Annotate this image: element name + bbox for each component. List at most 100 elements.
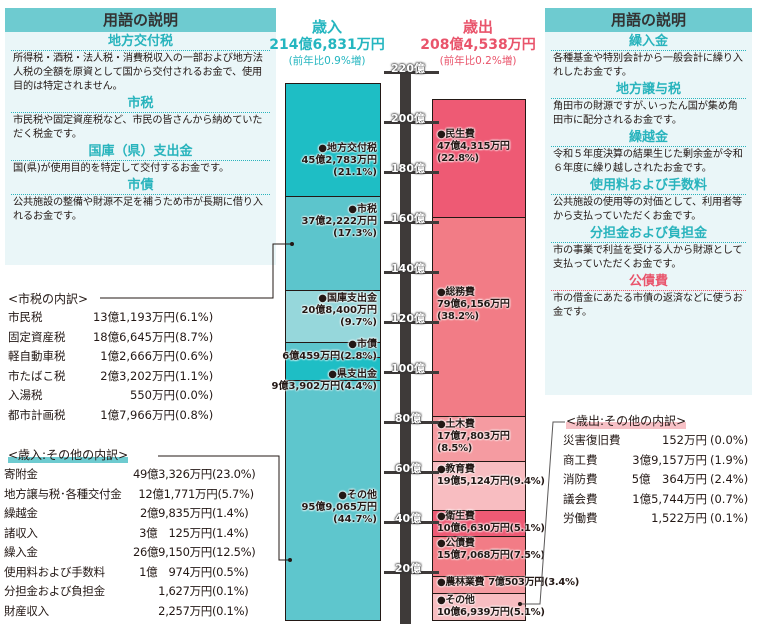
glossary-term: 繰越金 [551, 129, 746, 147]
glossary-description: 所得税・酒税・法人税・消費税収入の一部および地方法人税の全額を原資として国から交… [13, 53, 263, 92]
segment-amount: 15億7,068万円(7.5%) [437, 550, 545, 562]
axis-tick [384, 371, 439, 374]
bar-segment-expenditure-3 [432, 460, 526, 511]
axis-tick-label: 20億 [394, 562, 422, 575]
axis-tick [384, 221, 439, 224]
connector-dot [290, 242, 294, 246]
row-amount: 1,627万円 [158, 584, 212, 598]
row-name: 財産収入 [4, 603, 49, 618]
bar-segment-expenditure-7 [432, 593, 526, 621]
glossary-title: 用語の説明 [5, 8, 276, 32]
row-name: 使用料および手数料 [4, 564, 105, 579]
glossary-description: 公共施設の使用等の対価として、利用者等から支払っていただくお金です。 [553, 197, 742, 222]
glossary-left: 用語の説明地方交付税所得税・酒税・法人税・消費税収入の一部および地方法人税の全額… [5, 8, 276, 265]
row-name: 寄附金 [4, 467, 38, 481]
axis-tick [384, 121, 439, 124]
segment-name-row: ●総務費 [437, 287, 510, 299]
segment-amount: 10億6,939万円(5.1%) [437, 607, 545, 619]
glossary-term: 国庫（県）支出金 [11, 143, 270, 161]
row-name: 地方譲与税･各種交付金 [4, 486, 122, 501]
expenditure-other-connector [520, 421, 565, 605]
segment-percent: (9.7%) [340, 316, 377, 328]
glossary-term: 繰入金 [551, 33, 746, 51]
segment-name: ●市債 [348, 338, 377, 350]
axis-tick [384, 471, 439, 474]
segment-name: ●農林業費 [437, 576, 485, 588]
row-percent: (0.5%) [212, 564, 249, 579]
segment-name-row: ●土木費 [437, 419, 510, 431]
axis-tick [384, 71, 439, 74]
glossary-right: 用語の説明繰入金各種基金や特別会計から一般会計に繰り入れしたお金です。地方譲与税… [545, 8, 752, 395]
row-amount: 1億7,966万円 [100, 407, 175, 422]
axis-tick [384, 571, 439, 574]
segment-amount: 9億3,902万円(4.4%) [271, 380, 377, 392]
segment-name: ●その他 [437, 595, 475, 607]
row-amount: 18億6,645万円 [92, 329, 175, 344]
glossary-description: 公共施設の整備や財源不足を補うため市が長期に借り入れるお金です。 [13, 197, 263, 222]
segment-name: ●総務費 [437, 287, 475, 299]
segment-name: ●土木費 [437, 419, 475, 431]
revenue-header: 歳入 214億6,831万円 (前年比0.9%増) [252, 16, 402, 68]
glossary-term: 市債 [11, 177, 270, 195]
segment-percent: (44.7%) [333, 514, 377, 526]
row-amount: 152万円 [662, 433, 707, 447]
segment-name-row: ●民生費 [437, 129, 510, 141]
revenue-change: (前年比0.9%増) [288, 55, 366, 67]
row-percent: (0.6%) [175, 349, 214, 363]
row-name: 商工費 [563, 452, 598, 467]
glossary-term: 地方譲与税 [551, 81, 746, 99]
expenditure-other-breakdown-title: <歳出:その他の内訳> [566, 412, 687, 429]
axis-tick-label: 80億 [394, 412, 422, 425]
segment-name: ●教育費 [437, 463, 475, 475]
axis-tick-label: 140億 [391, 262, 425, 275]
segment-name: ●衛生費 [437, 510, 475, 522]
row-percent: (0.0%) [175, 388, 214, 402]
bar-segment-revenue-5 [285, 380, 381, 621]
segment-name-row: ●衛生費 [437, 511, 545, 523]
row-percent: (0.1%) [212, 584, 249, 598]
bar-segment-expenditure-1 [432, 217, 526, 418]
row-amount: 1億2,666万円 [100, 349, 175, 363]
row-amount: 12億1,771万円 [138, 486, 218, 501]
bar-segment-expenditure-2 [432, 416, 526, 462]
city-tax-connector [100, 243, 292, 299]
segment-name: ●国庫支出金 [318, 292, 377, 304]
row-amount: 550万円 [130, 388, 175, 402]
segment-amount: 47億4,315万円 [437, 140, 510, 152]
row-amount: 1,522万円 [651, 511, 707, 525]
axis-tick-label: 40億 [394, 512, 422, 525]
glossary-description: 市の借金にあたる市債の返済などに使うお金です。 [553, 293, 743, 318]
segment-percent: (17.3%) [333, 228, 377, 240]
row-amount: 1億5,744万円 [632, 491, 707, 506]
axis-tick [384, 171, 439, 174]
segment-name: ●市税 [348, 204, 377, 216]
revenue-other-connector [158, 455, 290, 561]
row-percent: (8.7%) [175, 329, 214, 344]
row-amount: 26億9,150万円 [132, 545, 212, 559]
row-amount: 2億9,835万円 [139, 506, 212, 520]
segment-amount: 20億8,400万円 [301, 304, 377, 316]
row-name: 災害復旧費 [563, 433, 621, 447]
bar-segment-revenue-1 [285, 196, 381, 291]
segment-name-row: ●その他 [437, 595, 545, 607]
segment-percent: (21.1%) [333, 167, 377, 179]
glossary-description: 各種基金や特別会計から一般会計に繰り入れしたお金です。 [553, 53, 743, 78]
